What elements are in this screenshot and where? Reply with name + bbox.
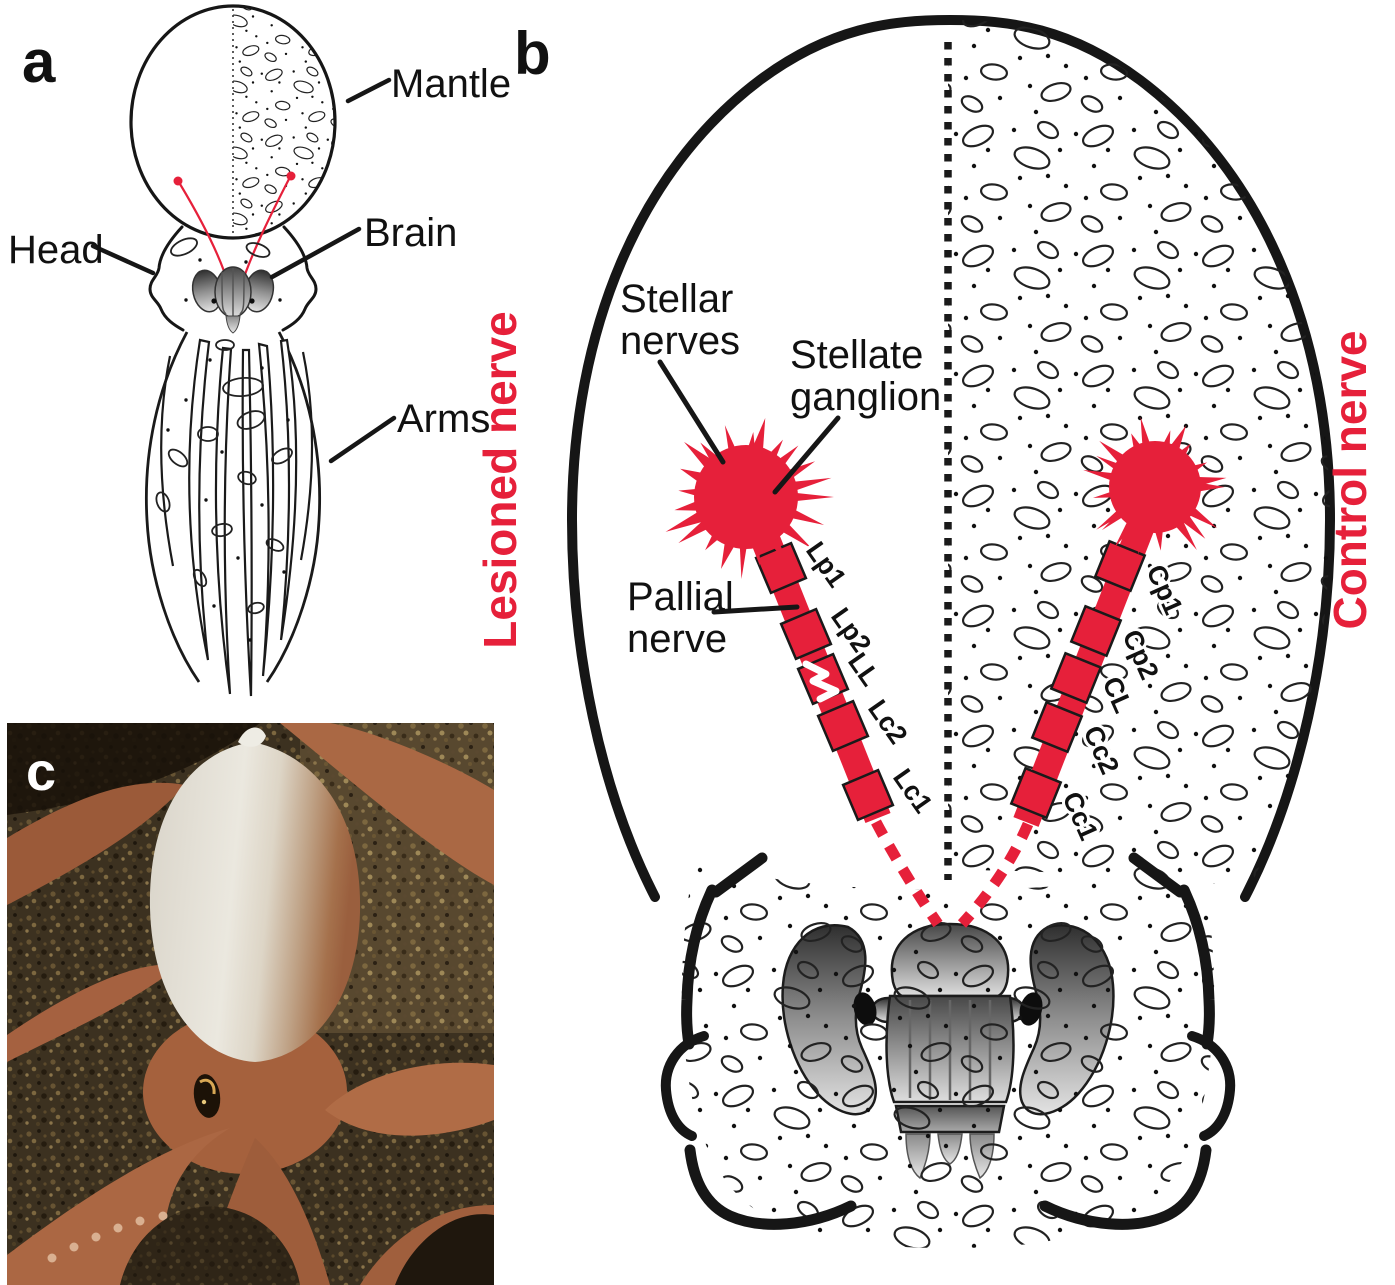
mantle-texture-a	[233, 6, 335, 238]
segment-lp1	[754, 541, 808, 595]
arms-label: Arms	[397, 397, 490, 441]
lesioned-nerve-segments	[754, 541, 895, 822]
dots-a	[166, 258, 290, 642]
stellar-nerves-pointer	[657, 359, 726, 465]
stellate-ganglion-left-b	[665, 418, 834, 580]
brain-pointer	[269, 226, 362, 280]
mantle-outline-a	[129, 4, 337, 240]
stellate-ganglion-label-2: ganglion	[790, 375, 941, 419]
segment-lc2	[816, 699, 870, 753]
head-pointer	[90, 243, 156, 276]
octopus-arm	[7, 1128, 230, 1285]
panel-b: Lp1 Lp2 LL Lc2 Lc1 Cp1 Cp2 CL Cc2 Cc1 St…	[474, 14, 1376, 1248]
photo-rock-topleft	[7, 723, 260, 815]
octopus-mantle-tip	[238, 727, 266, 747]
segment-lp2	[779, 607, 833, 661]
head-outline-b	[660, 852, 1236, 1230]
segment-label-lc2: Lc2	[862, 694, 913, 749]
mantle-pointer	[345, 77, 392, 104]
panel-a: a	[8, 4, 511, 697]
control-nerve-dashed	[957, 821, 1034, 928]
stellate-ganglion-right-b	[1083, 417, 1227, 555]
photo-rock-bottom-texture	[120, 1206, 300, 1285]
head-label: Head	[8, 228, 104, 272]
stellar-nerves-label-1: Stellar	[620, 277, 733, 321]
eye-bulge-right	[1187, 1031, 1236, 1141]
octopus-eye	[193, 1074, 221, 1118]
pallial-nerve-label-1: Pallial	[627, 575, 734, 619]
head-hook-right	[1128, 852, 1186, 898]
stellate-ganglion-pointer	[772, 415, 841, 495]
octopus-mantle-pale	[149, 742, 361, 1062]
octopus-arm	[280, 723, 494, 885]
head-side-right	[1178, 884, 1215, 1050]
stellate-ganglion-label-1: Stellate	[790, 333, 923, 377]
head-side-left	[681, 884, 718, 1050]
eye-bulge-left	[660, 1031, 709, 1141]
segment-cp2	[1069, 604, 1123, 658]
lesioned-nerve-dashed	[871, 819, 943, 928]
segment-label-ll: LL	[842, 647, 886, 691]
segment-cc2	[1030, 700, 1084, 754]
octopus-photo	[7, 723, 494, 1285]
photo-rock-bottomright	[395, 1214, 494, 1285]
panel-letter-c: c	[26, 742, 56, 802]
panel-letter-a: a	[22, 28, 56, 95]
arms-a	[145, 331, 321, 697]
control-nerve-segments	[1009, 539, 1147, 820]
octopus-suckers	[47, 1211, 168, 1263]
brain-label: Brain	[364, 211, 457, 255]
head-texture-b	[681, 862, 1215, 1248]
segment-cl	[1049, 651, 1103, 705]
segment-lc1	[841, 768, 895, 822]
control-nerve-side-label: Control nerve	[1324, 330, 1376, 629]
octopus-head	[143, 1010, 347, 1174]
pallial-nerve-pointer	[711, 604, 800, 615]
segment-label-lc1: Lc1	[887, 763, 938, 818]
pallial-nerve-label-2: nerve	[627, 617, 727, 661]
lesion-mark	[802, 660, 840, 703]
head-hook-left	[710, 852, 768, 898]
head-outline-right-a	[281, 225, 318, 332]
stellate-ganglion-right-a	[286, 171, 296, 181]
stellar-nerves-label-2: nerves	[620, 319, 740, 363]
stellate-ganglion-left-a	[173, 176, 183, 186]
mantle-label: Mantle	[391, 62, 511, 106]
octopus-arm	[7, 782, 185, 905]
panel-letter-b: b	[514, 20, 551, 87]
speckles-a	[155, 237, 293, 615]
annotations-b: Stellar nerves Stellate ganglion Pallial…	[620, 277, 941, 661]
brain-drawing-a	[191, 266, 275, 334]
arms-pointer	[328, 415, 397, 464]
segment-cc1	[1009, 766, 1063, 820]
head-bottom-left	[684, 1144, 857, 1230]
head-bottom-right	[1039, 1144, 1212, 1230]
segment-cp1	[1093, 539, 1147, 593]
octopus-arm	[325, 1062, 494, 1136]
octopus-arm	[7, 964, 180, 1062]
lesioned-nerve-side-label: Lesioned nerve	[474, 311, 526, 648]
head-outline-left-a	[148, 225, 185, 332]
panel-c: c	[7, 723, 494, 1285]
